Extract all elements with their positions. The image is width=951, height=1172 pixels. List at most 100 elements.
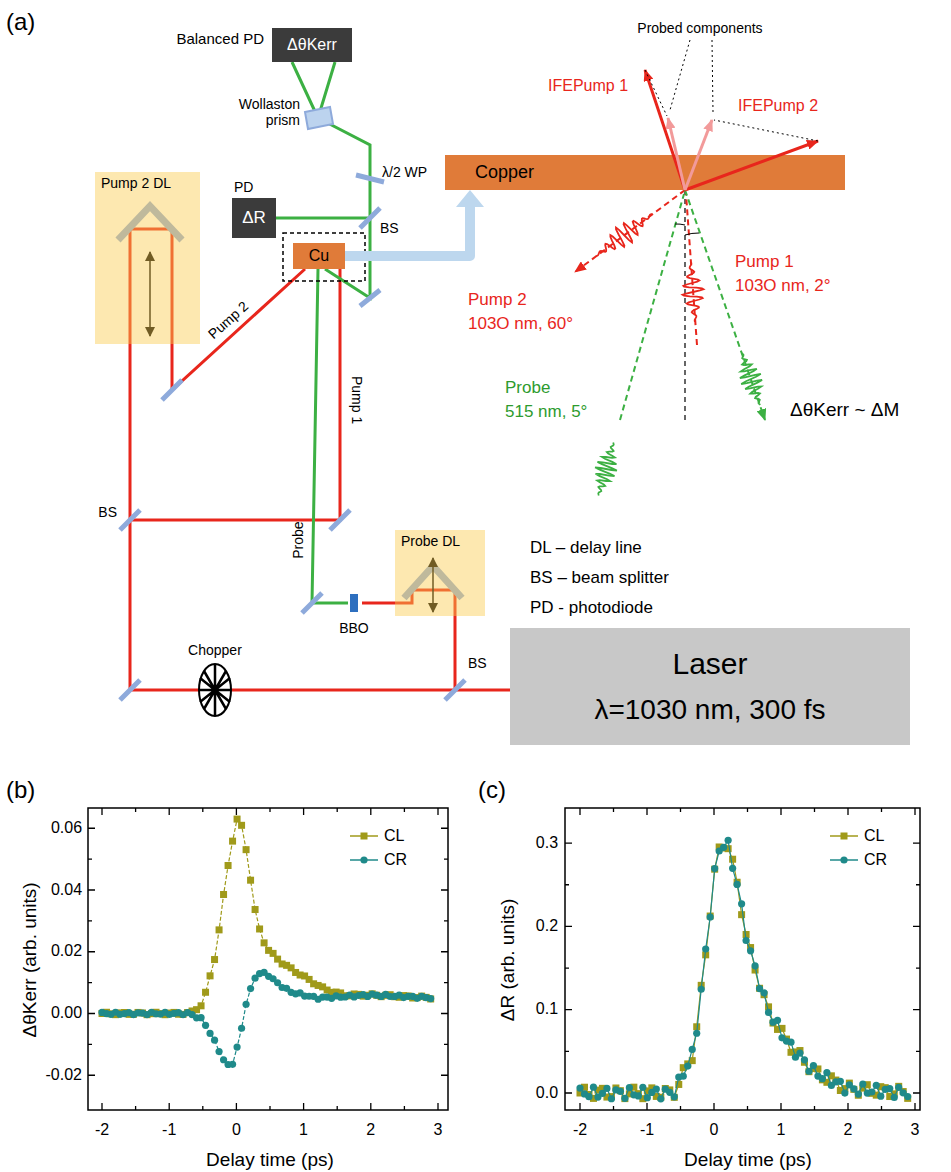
data-marker: [760, 989, 767, 996]
legend-sample: [841, 833, 848, 840]
data-marker: [653, 1085, 660, 1092]
laser-label: λ=1030 nm, 300 fs: [594, 694, 825, 726]
annotation: BS – beam splitter: [530, 568, 669, 588]
data-marker: [823, 1069, 830, 1076]
tick-label: -1: [162, 1121, 176, 1139]
annotation: BS: [98, 504, 117, 520]
data-marker: [729, 865, 736, 872]
data-marker: [707, 913, 714, 920]
legend-sample: [840, 856, 847, 863]
data-marker: [698, 986, 705, 993]
annotation: 103O nm, 2°: [735, 276, 831, 296]
data-marker: [590, 1084, 597, 1091]
data-marker: [635, 1092, 642, 1099]
data-marker: [206, 1030, 213, 1037]
legend-text: CR: [864, 851, 887, 869]
tick-label: 2: [366, 1121, 375, 1139]
data-marker: [621, 1095, 628, 1102]
green-beams: [318, 118, 370, 298]
tick-label: 0: [232, 1121, 241, 1139]
data-marker: [639, 1084, 646, 1091]
data-marker: [693, 1030, 700, 1037]
sample-box: Cu: [293, 243, 345, 269]
axis-ticks: [88, 808, 448, 1110]
wollaston-prism: [305, 107, 333, 129]
data-marker: [585, 1093, 592, 1100]
data-marker: [207, 972, 214, 979]
data-marker: [617, 1088, 624, 1095]
data-marker: [801, 1056, 808, 1063]
data-marker: [738, 900, 745, 907]
tick-label: -0.02: [46, 1066, 82, 1084]
inset-beams: [575, 190, 685, 272]
axis-title: ΔθKerr (arb. units): [19, 882, 41, 1037]
data-marker: [621, 1095, 628, 1102]
data-marker: [603, 1085, 610, 1092]
data-marker: [211, 956, 218, 963]
data-marker: [198, 1002, 205, 1009]
data-marker: [238, 1025, 245, 1032]
tick-label: -2: [573, 1121, 587, 1139]
tick-label: 0: [710, 1121, 719, 1139]
data-marker: [242, 1001, 249, 1008]
panel-letter: (b): [6, 776, 35, 804]
panel-letter: (a): [6, 8, 35, 36]
data-line: [580, 840, 908, 1099]
stage-label: Pump 2 DL: [101, 175, 194, 191]
tick-label: 0.04: [51, 881, 82, 899]
annotation: PD - photodiode: [530, 598, 653, 618]
data-marker: [805, 1068, 812, 1075]
data-marker: [216, 926, 223, 933]
data-marker: [895, 1084, 902, 1091]
green-beams: [312, 269, 348, 603]
annotation: Chopper: [188, 642, 242, 658]
data-marker: [252, 906, 259, 913]
axis-title: Delay time (ps): [206, 1149, 334, 1171]
data-marker: [873, 1082, 880, 1089]
wave-packet: [740, 353, 762, 405]
ife-vectors: [668, 118, 685, 190]
detector-box: Balanced PDΔθKerr: [272, 28, 352, 62]
chopper: [199, 664, 231, 716]
stage-label: Probe DL: [401, 533, 479, 549]
data-marker: [765, 1009, 772, 1016]
annotation: Probe: [290, 521, 306, 558]
data-marker: [234, 816, 241, 823]
data-marker: [689, 1046, 696, 1053]
data-marker: [720, 844, 727, 851]
film-label: Copper: [475, 162, 534, 183]
data-marker: [202, 1022, 209, 1029]
data-marker: [215, 1048, 222, 1055]
panel-letter: (c): [478, 776, 506, 804]
data-marker: [671, 1094, 678, 1101]
data-marker: [233, 1044, 240, 1051]
inset-beams: [685, 190, 765, 420]
data-marker: [819, 1075, 826, 1082]
data-line: [580, 847, 908, 1099]
box-heading: PD: [234, 179, 253, 195]
data-marker: [247, 877, 254, 884]
data-marker: [197, 1014, 204, 1021]
annotation: Pump 1: [735, 252, 794, 272]
data-marker: [877, 1093, 884, 1100]
annotation: ΔθKerr ~ ΔM: [790, 399, 899, 421]
tick-label: 3: [911, 1121, 920, 1139]
tick-label: 0.06: [51, 819, 82, 837]
detector-box: PDΔR: [232, 198, 276, 238]
data-marker: [427, 995, 434, 1002]
data-marker: [229, 838, 236, 845]
box-heading: Balanced PD: [176, 30, 264, 47]
annotation: 103O nm, 60°: [468, 314, 573, 334]
data-marker: [751, 962, 758, 969]
annotation: IFEPump 1: [548, 77, 628, 95]
data-marker: [247, 985, 254, 992]
data-marker: [805, 1068, 812, 1075]
tick-label: -2: [95, 1121, 109, 1139]
annotation: BS: [468, 655, 487, 671]
data-marker: [238, 822, 245, 829]
data-marker: [229, 1061, 236, 1068]
tick-label: -1: [640, 1121, 654, 1139]
ife-vectors: [685, 120, 712, 190]
copper-film: Copper: [445, 155, 845, 190]
